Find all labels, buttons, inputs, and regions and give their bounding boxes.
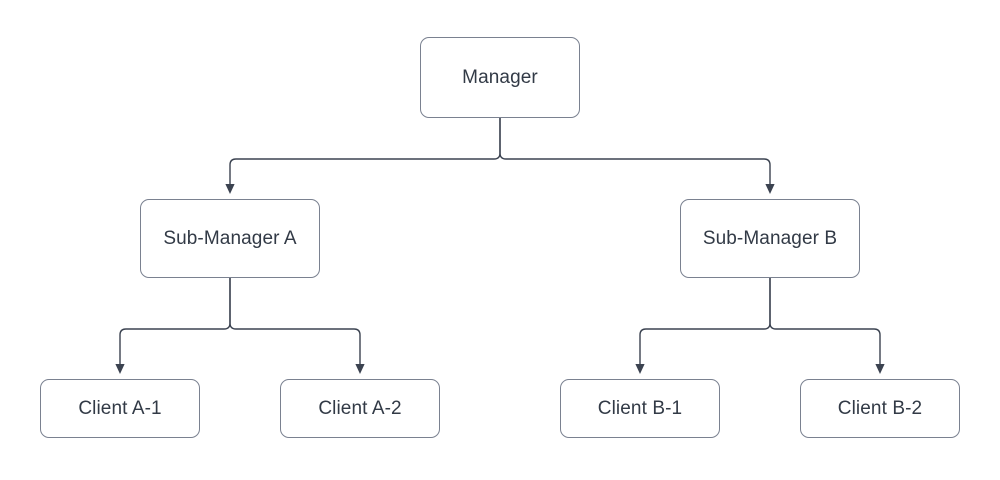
node-client-b1[interactable]: Client B-1 xyxy=(560,379,720,438)
edge-sub-manager-b-to-client-b2 xyxy=(769,278,885,375)
node-client-a1-label: Client A-1 xyxy=(78,398,162,419)
node-manager-label: Manager xyxy=(462,67,538,88)
node-client-a2-label: Client A-2 xyxy=(318,398,402,419)
node-client-b2-label: Client B-2 xyxy=(837,398,923,419)
edge-manager-to-sub-manager-b xyxy=(499,118,775,195)
node-client-a1[interactable]: Client A-1 xyxy=(40,379,200,438)
node-sub-manager-b-label: Sub-Manager B xyxy=(702,228,838,249)
node-client-b2[interactable]: Client B-2 xyxy=(800,379,960,438)
edge-sub-manager-a-to-client-a2 xyxy=(229,278,365,375)
node-sub-manager-b[interactable]: Sub-Manager B xyxy=(680,199,860,278)
edge-manager-to-sub-manager-a xyxy=(225,118,501,195)
node-sub-manager-a[interactable]: Sub-Manager A xyxy=(140,199,320,278)
node-client-a2[interactable]: Client A-2 xyxy=(280,379,440,438)
edge-sub-manager-b-to-client-b1 xyxy=(635,278,771,375)
node-client-b1-label: Client B-1 xyxy=(597,398,683,419)
edge-sub-manager-a-to-client-a1 xyxy=(115,278,231,375)
node-manager[interactable]: Manager xyxy=(420,37,580,118)
node-sub-manager-a-label: Sub-Manager A xyxy=(163,228,297,249)
